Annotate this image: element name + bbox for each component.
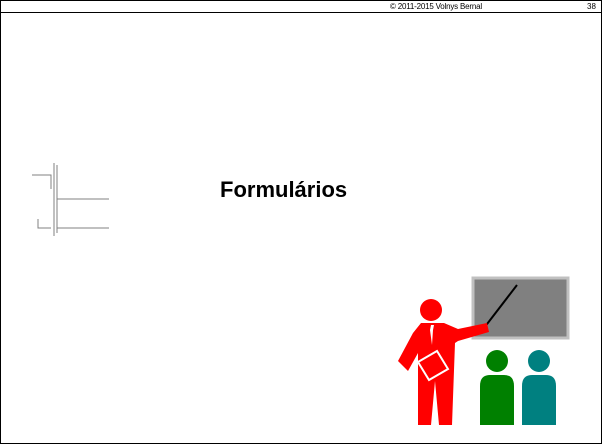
student-right-icon: [522, 350, 556, 425]
header-rule: [1, 12, 601, 13]
book-icon: [416, 349, 450, 382]
student-left-icon: [480, 350, 514, 425]
bracket-line-decoration-icon: [32, 163, 109, 236]
tie-icon: [430, 325, 434, 345]
slide-header: © 2011-2015 Volnys Bernal 38: [1, 1, 601, 13]
page-number: 38: [587, 2, 596, 11]
pointer-stick-icon: [483, 284, 518, 329]
teacher-presenting-icon: [398, 276, 570, 425]
copyright-text: © 2011-2015 Volnys Bernal: [390, 2, 482, 11]
slide-title: Formulários: [220, 177, 348, 202]
teacher-figure-icon: [398, 299, 489, 425]
chalkboard-icon: [471, 276, 570, 340]
